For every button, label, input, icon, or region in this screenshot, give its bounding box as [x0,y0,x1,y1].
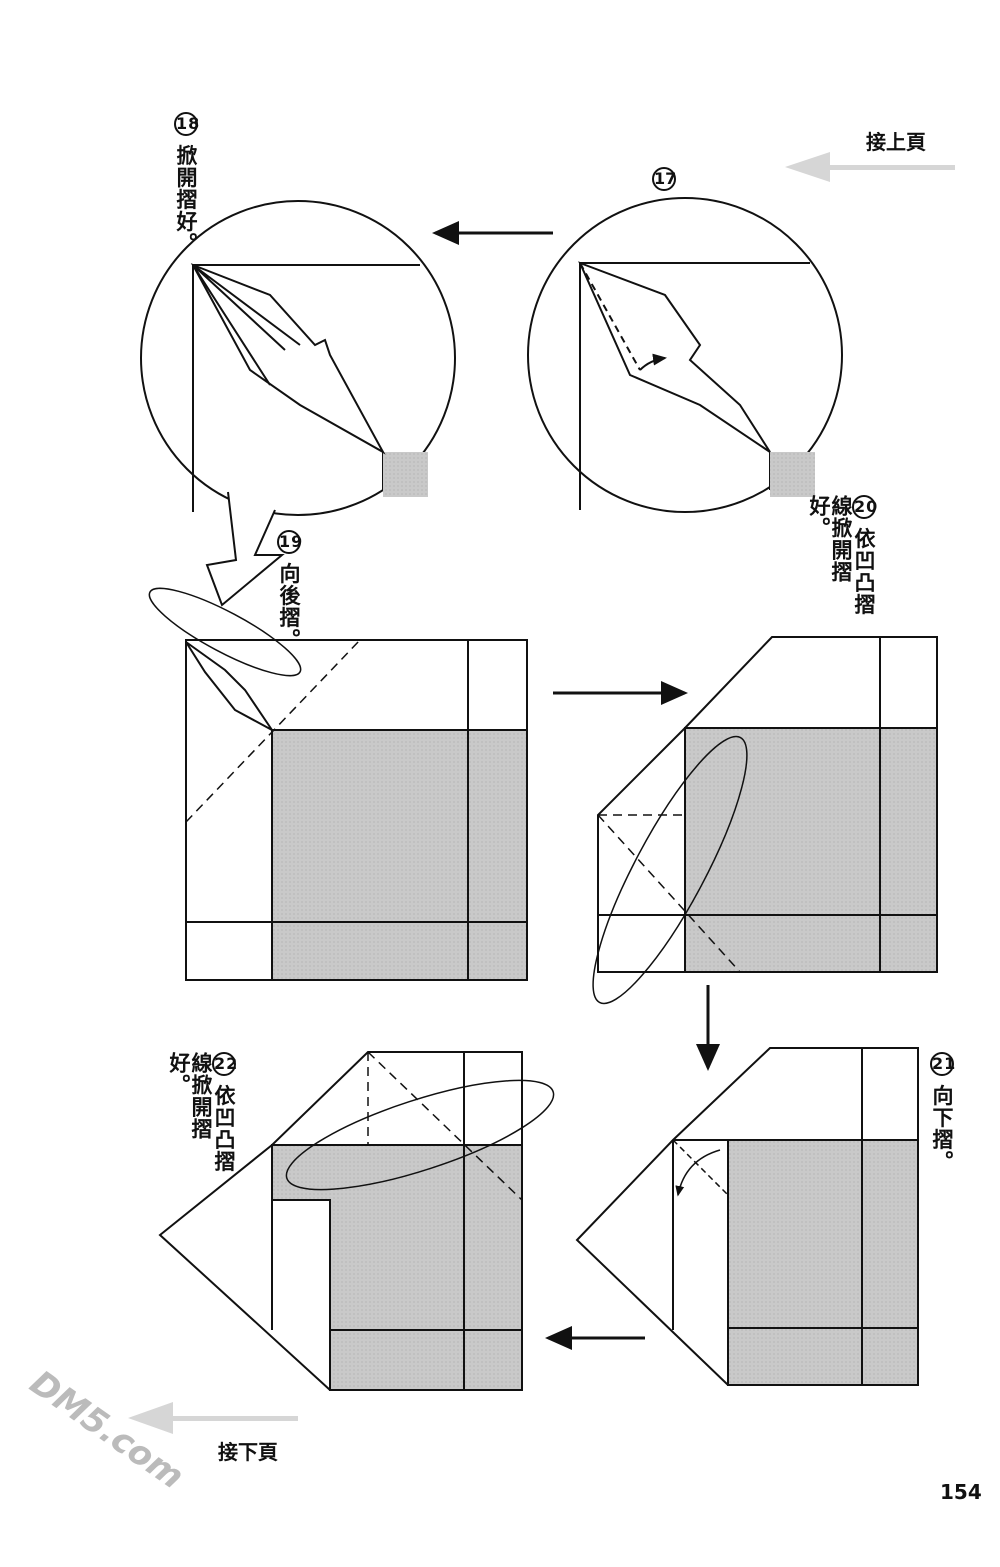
step-21-diagram [575,1047,919,1386]
hollow-transition-arrow [205,491,285,607]
page-number: 154 [940,1480,982,1504]
step-20-text: 依凹凸摺線掀開摺好。 [807,495,876,616]
step-21-number: 21 [930,1052,955,1076]
step-20-diagram [592,636,938,1005]
step-19-text: 向後摺。 [277,562,301,651]
step-22-text: 依凹凸摺線掀開摺好。 [167,1052,236,1173]
step-22-diagram [158,1051,555,1391]
step-21-text: 向下摺。 [930,1084,954,1173]
step-18-detail-circle [140,200,456,516]
step-22-caption: 22 依凹凸摺線掀開摺好。 [167,1052,237,1182]
step-18-text: 掀開摺好。 [174,144,198,255]
step-20-caption: 20 依凹凸摺線掀開摺好。 [807,495,877,625]
step-18-caption: 18 掀開摺好。 [174,112,199,255]
step-22-number: 22 [212,1052,237,1076]
step-19-diagram [148,587,528,981]
step-19-caption: 19 向後摺。 [277,530,302,651]
continue-to-arrow [128,1402,298,1434]
step-21-caption: 21 向下摺。 [930,1052,955,1173]
continue-to-label: 接下頁 [218,1440,278,1464]
step-18-number: 18 [174,112,199,136]
step-20-number: 20 [852,495,877,519]
step-19-number: 19 [277,530,302,554]
step-17-number: 17 [652,167,676,191]
continue-from-arrow [785,152,955,182]
continue-from-label: 接上頁 [866,130,926,154]
step-17-detail-circle [527,197,843,513]
